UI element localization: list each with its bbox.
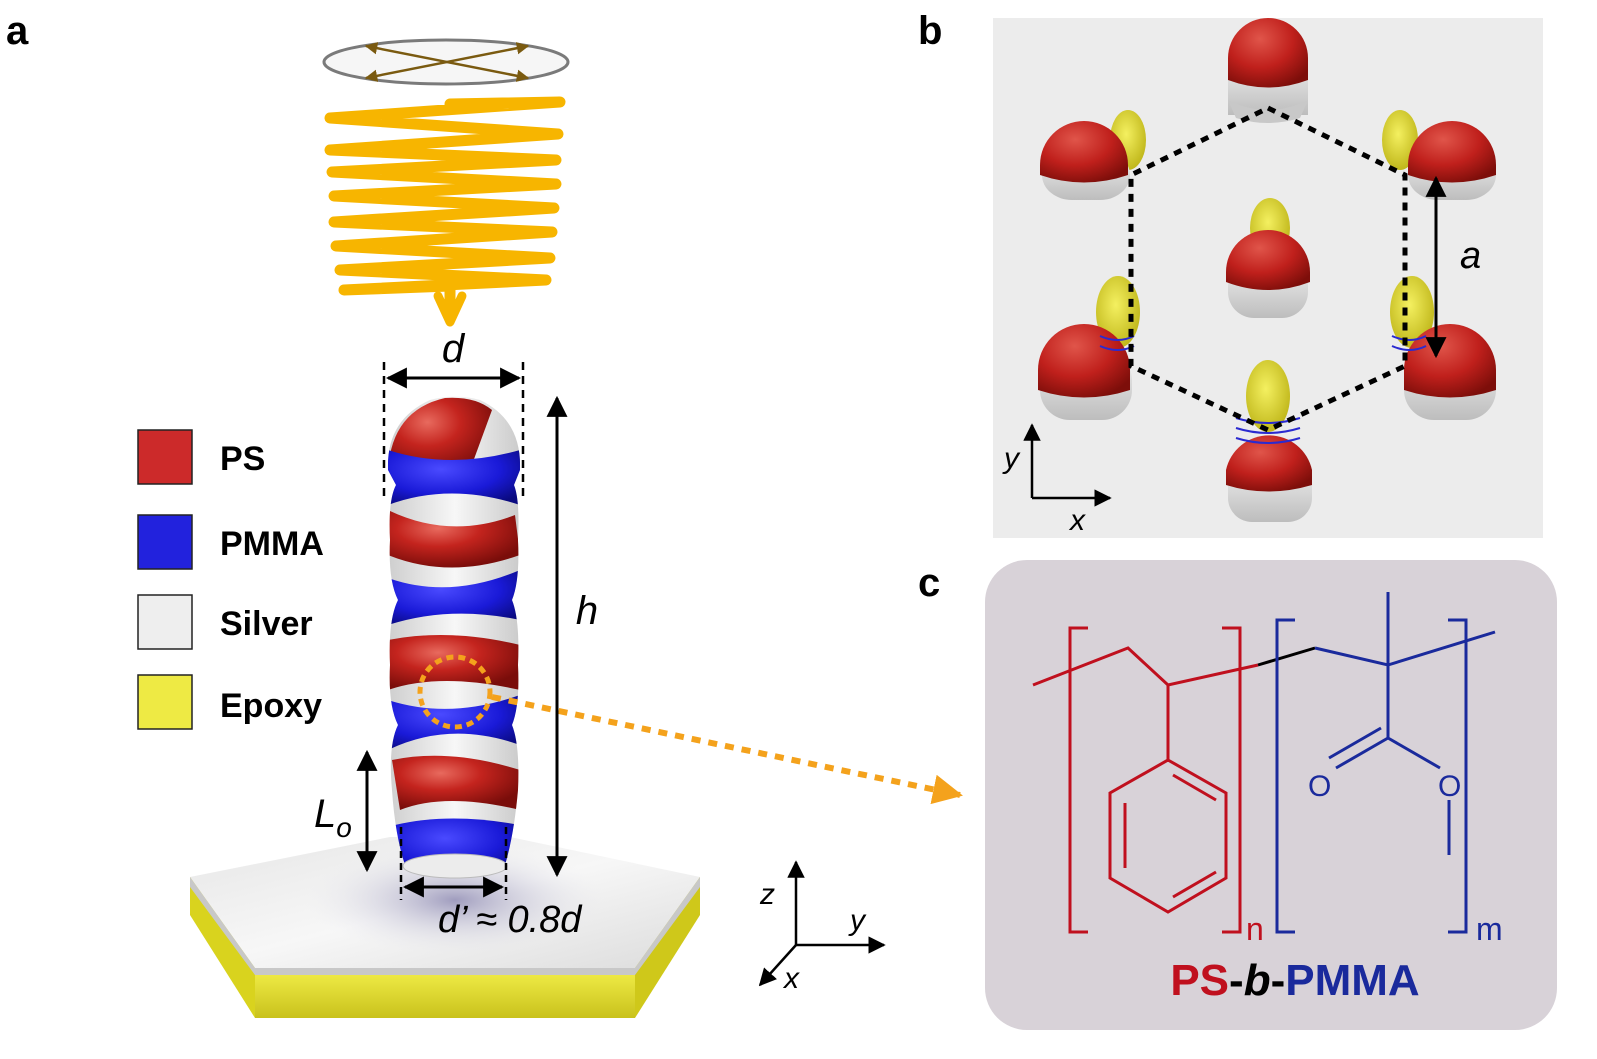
dimension-a: a [1425, 175, 1481, 359]
pillar-top-view-array [1038, 18, 1496, 522]
subscript-m: m [1476, 911, 1503, 947]
legend-label-epoxy: Epoxy [220, 687, 322, 725]
name-b: b [1244, 956, 1271, 1005]
legend-label-silver: Silver [220, 605, 313, 643]
block-linker [1257, 646, 1316, 667]
magnify-arrow [491, 694, 963, 805]
legend-label-ps: PS [220, 440, 265, 478]
legend-swatch-silver [137, 594, 193, 650]
polarization-ellipse [322, 38, 570, 86]
legend-label-pmma: PMMA [220, 525, 324, 563]
pillar-lower-right [1390, 276, 1496, 420]
dimension-h: h [546, 395, 598, 878]
axis-z-label: z [759, 878, 775, 911]
dimension-d-prime: d’ ≈ 0.8d [399, 827, 583, 941]
label-h: h [576, 589, 598, 633]
legend-swatch-epoxy [137, 674, 193, 730]
copolymer-name: PS-b-PMMA [1170, 956, 1419, 1005]
panel-c: c n O O m [918, 560, 1557, 1030]
panel-c-box [985, 560, 1557, 1030]
subscript-n: n [1246, 911, 1264, 947]
panel-a: a [6, 9, 963, 1018]
magnified-region-marker [417, 654, 493, 730]
dimension-d: d [382, 327, 525, 500]
pillar-center [1226, 198, 1310, 318]
oxygen-ester: O [1438, 770, 1461, 803]
axis-y-label: y [848, 904, 867, 937]
axes-3d: z y x [758, 860, 886, 995]
legend-swatch-ps [137, 429, 193, 485]
panel-b-letter: b [918, 9, 942, 53]
legend-swatch-pmma [137, 514, 193, 570]
panel-b: b [918, 9, 1543, 538]
oxygen-carbonyl: O [1308, 770, 1331, 803]
panel-a-letter: a [6, 9, 29, 53]
label-d-prime: d’ ≈ 0.8d [438, 899, 583, 941]
axis-b-x-label: x [1068, 504, 1086, 537]
lattice-hexagon [1128, 105, 1408, 433]
helix-pillar [387, 396, 521, 879]
dimension-lo: Lo [314, 749, 378, 873]
legend: PS PMMA Silver Epoxy [137, 429, 324, 730]
pmma-repeat-unit [1275, 592, 1496, 934]
circular-light-beam [324, 96, 566, 327]
name-dash-2: - [1271, 956, 1286, 1005]
ps-repeat-unit [1032, 626, 1259, 934]
name-dash-1: - [1229, 956, 1244, 1005]
name-pmma: PMMA [1285, 956, 1419, 1005]
pillar-upper-left [1040, 110, 1146, 200]
axis-b-y-label: y [1002, 442, 1021, 475]
label-d: d [442, 327, 466, 371]
pillar-top [1228, 18, 1308, 123]
name-ps: PS [1170, 956, 1229, 1005]
axis-x-label: x [782, 962, 800, 995]
label-a: a [1460, 235, 1481, 277]
panel-c-letter: c [918, 561, 940, 605]
substrate [190, 837, 700, 1018]
axes-2d: y x [1002, 423, 1112, 537]
pillar-bottom [1226, 360, 1312, 522]
label-lo: Lo [314, 792, 352, 843]
